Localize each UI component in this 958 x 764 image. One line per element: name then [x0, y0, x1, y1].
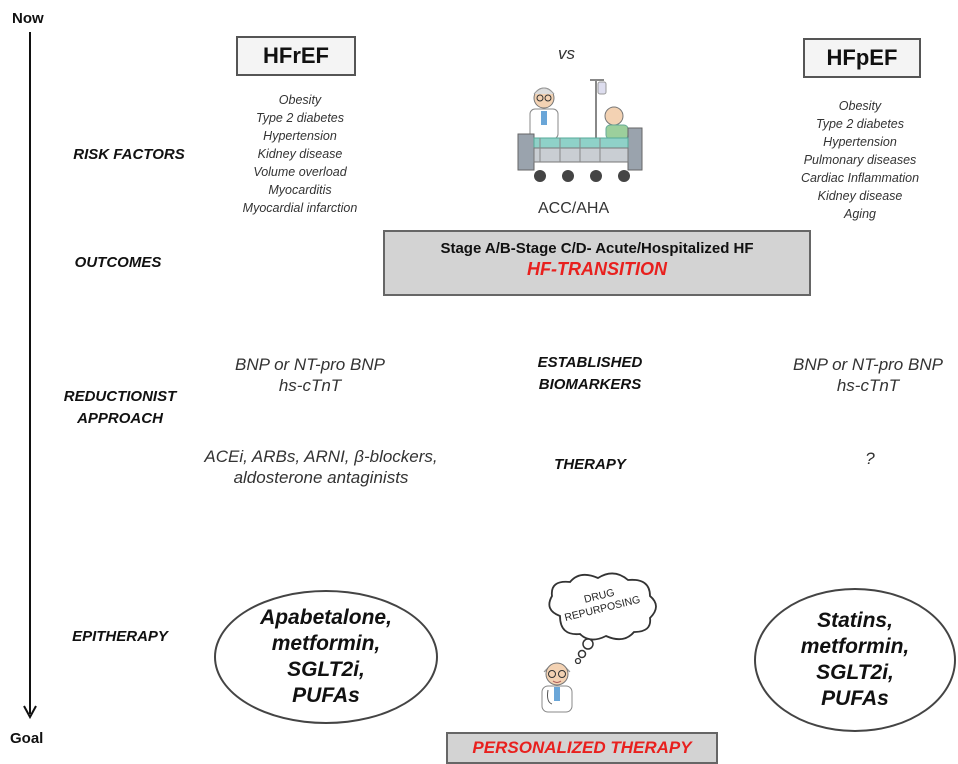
- therapy-label: THERAPY: [554, 456, 626, 473]
- hfpef-header: HFpEF: [803, 38, 921, 78]
- hfref-header: HFrEF: [236, 36, 356, 76]
- hfref-risk-factors: Obesity Type 2 diabetes Hypertension Kid…: [200, 91, 400, 217]
- reductionist-label-line1: REDUCTIONIST: [63, 388, 177, 405]
- hfpef-epitherapy-ellipse: Statins, metformin, SGLT2i, PUFAs: [754, 588, 956, 732]
- biomarkers-label-line2: BIOMARKERS: [538, 376, 642, 393]
- hfref-epitherapy-item: SGLT2i,: [287, 658, 365, 681]
- hfpef-biomarker-line1: BNP or NT-pro BNP: [793, 355, 943, 374]
- outcomes-label: OUTCOMES: [74, 254, 162, 271]
- hfref-therapy-line2: aldosterone antaginists: [233, 468, 409, 487]
- hfpef-risk-factor: Aging: [844, 207, 876, 221]
- hfpef-biomarkers: BNP or NT-pro BNP hs-cTnT: [780, 354, 956, 396]
- epitherapy-label: EPITHERAPY: [72, 628, 168, 645]
- hfpef-risk-factor: Hypertension: [823, 135, 897, 149]
- hfref-therapy: ACEi, ARBs, ARNI, β-blockers, aldosteron…: [196, 446, 446, 488]
- thought-cloud-icon: [548, 572, 657, 664]
- hfpef-risk-factor: Obesity: [838, 99, 882, 113]
- hfpef-risk-factors: Obesity Type 2 diabetes Hypertension Pul…: [770, 97, 950, 223]
- biomarkers-label-line1: ESTABLISHED: [537, 354, 643, 371]
- hfpef-risk-factor: Type 2 diabetes: [815, 117, 905, 131]
- hfref-risk-factor: Volume overload: [253, 165, 347, 179]
- hfref-risk-factor: Type 2 diabetes: [255, 111, 345, 125]
- hfpef-risk-factor: Pulmonary diseases: [803, 153, 917, 167]
- hfref-biomarkers: BNP or NT-pro BNP hs-cTnT: [220, 354, 400, 396]
- reductionist-label-line2: APPROACH: [77, 410, 163, 427]
- hfpef-epitherapy-item: Statins,: [817, 609, 893, 632]
- hfref-therapy-line1: ACEi, ARBs, ARNI, β-blockers,: [204, 447, 438, 466]
- hospital-bed-illustration: [517, 79, 643, 182]
- risk-factors-label: RISK FACTORS: [73, 146, 185, 163]
- personalized-therapy-box: PERSONALIZED THERAPY: [446, 732, 718, 764]
- hfref-epitherapy-item: metformin,: [271, 632, 381, 655]
- hfpef-risk-factor: Kidney disease: [817, 189, 903, 203]
- doctor-icon: [541, 662, 573, 713]
- hfref-risk-factor: Hypertension: [263, 129, 337, 143]
- hfref-risk-factor: Myocarditis: [268, 183, 332, 197]
- vs-label: vs: [558, 44, 575, 63]
- acc-aha-label: ACC/AHA: [538, 200, 610, 217]
- hfref-risk-factor: Obesity: [278, 93, 322, 107]
- reductionist-approach-label: REDUCTIONIST APPROACH: [50, 386, 190, 430]
- hfref-risk-factor: Myocardial infarction: [242, 201, 358, 215]
- hfref-biomarker-line2: hs-cTnT: [278, 376, 342, 395]
- timeline-arrow: [23, 32, 37, 720]
- timeline-start-label: Now: [12, 10, 44, 27]
- hfpef-epitherapy-item: PUFAs: [821, 687, 889, 710]
- stage-text: Stage A/B-Stage C/D- Acute/Hospitalized …: [440, 240, 754, 257]
- hfref-risk-factor: Kidney disease: [257, 147, 343, 161]
- timeline-end-label: Goal: [10, 730, 44, 747]
- hfpef-risk-factor: Cardiac Inflammation: [800, 171, 920, 185]
- hfref-epitherapy-item: PUFAs: [292, 684, 360, 707]
- hfpef-epitherapy-item: metformin,: [800, 635, 910, 658]
- hf-transition-text: HF-TRANSITION: [527, 259, 667, 279]
- hfref-biomarker-line1: BNP or NT-pro BNP: [235, 355, 385, 374]
- hfref-epitherapy-item: Apabetalone,: [260, 606, 392, 629]
- stage-transition-box: Stage A/B-Stage C/D- Acute/Hospitalized …: [383, 230, 811, 296]
- hfpef-epitherapy-item: SGLT2i,: [816, 661, 894, 684]
- established-biomarkers-label: ESTABLISHED BIOMARKERS: [510, 352, 670, 396]
- hfpef-therapy: ?: [865, 449, 875, 468]
- hfpef-biomarker-line2: hs-cTnT: [836, 376, 900, 395]
- hfref-epitherapy-ellipse: Apabetalone, metformin, SGLT2i, PUFAs: [214, 590, 438, 724]
